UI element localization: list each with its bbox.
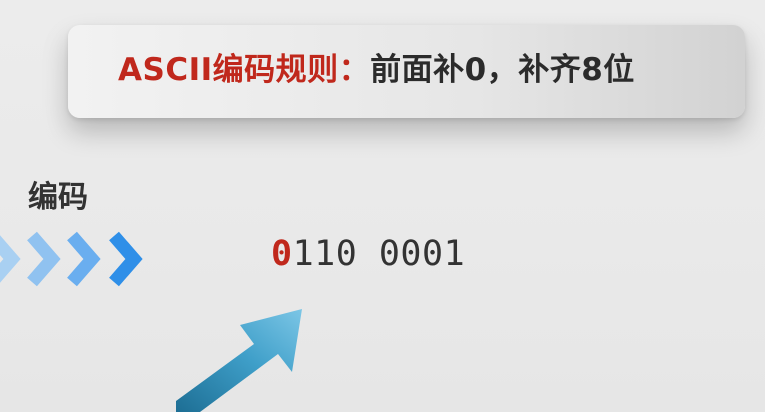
chevron-right-icon <box>27 231 61 287</box>
title-card: ASCII编码规则：前面补0，补齐8位 <box>68 25 745 118</box>
arrow-up-right-icon <box>176 309 302 412</box>
chevron-right-icon <box>67 231 101 287</box>
binary-remaining: 110 0001 <box>292 234 466 274</box>
chevron-right-icon <box>0 235 21 283</box>
section-label: 编码 <box>28 180 88 215</box>
chevron-right-icon <box>109 231 143 287</box>
chevrons-icon <box>0 231 143 287</box>
binary-padding-bit: 0 <box>271 234 293 274</box>
binary-code: 0110 0001 <box>271 234 465 274</box>
title-rest: 前面补0，补齐8位 <box>370 52 635 88</box>
title-highlight: ASCII编码规则： <box>118 52 371 88</box>
title-heading: ASCII编码规则：前面补0，补齐8位 <box>118 25 635 118</box>
